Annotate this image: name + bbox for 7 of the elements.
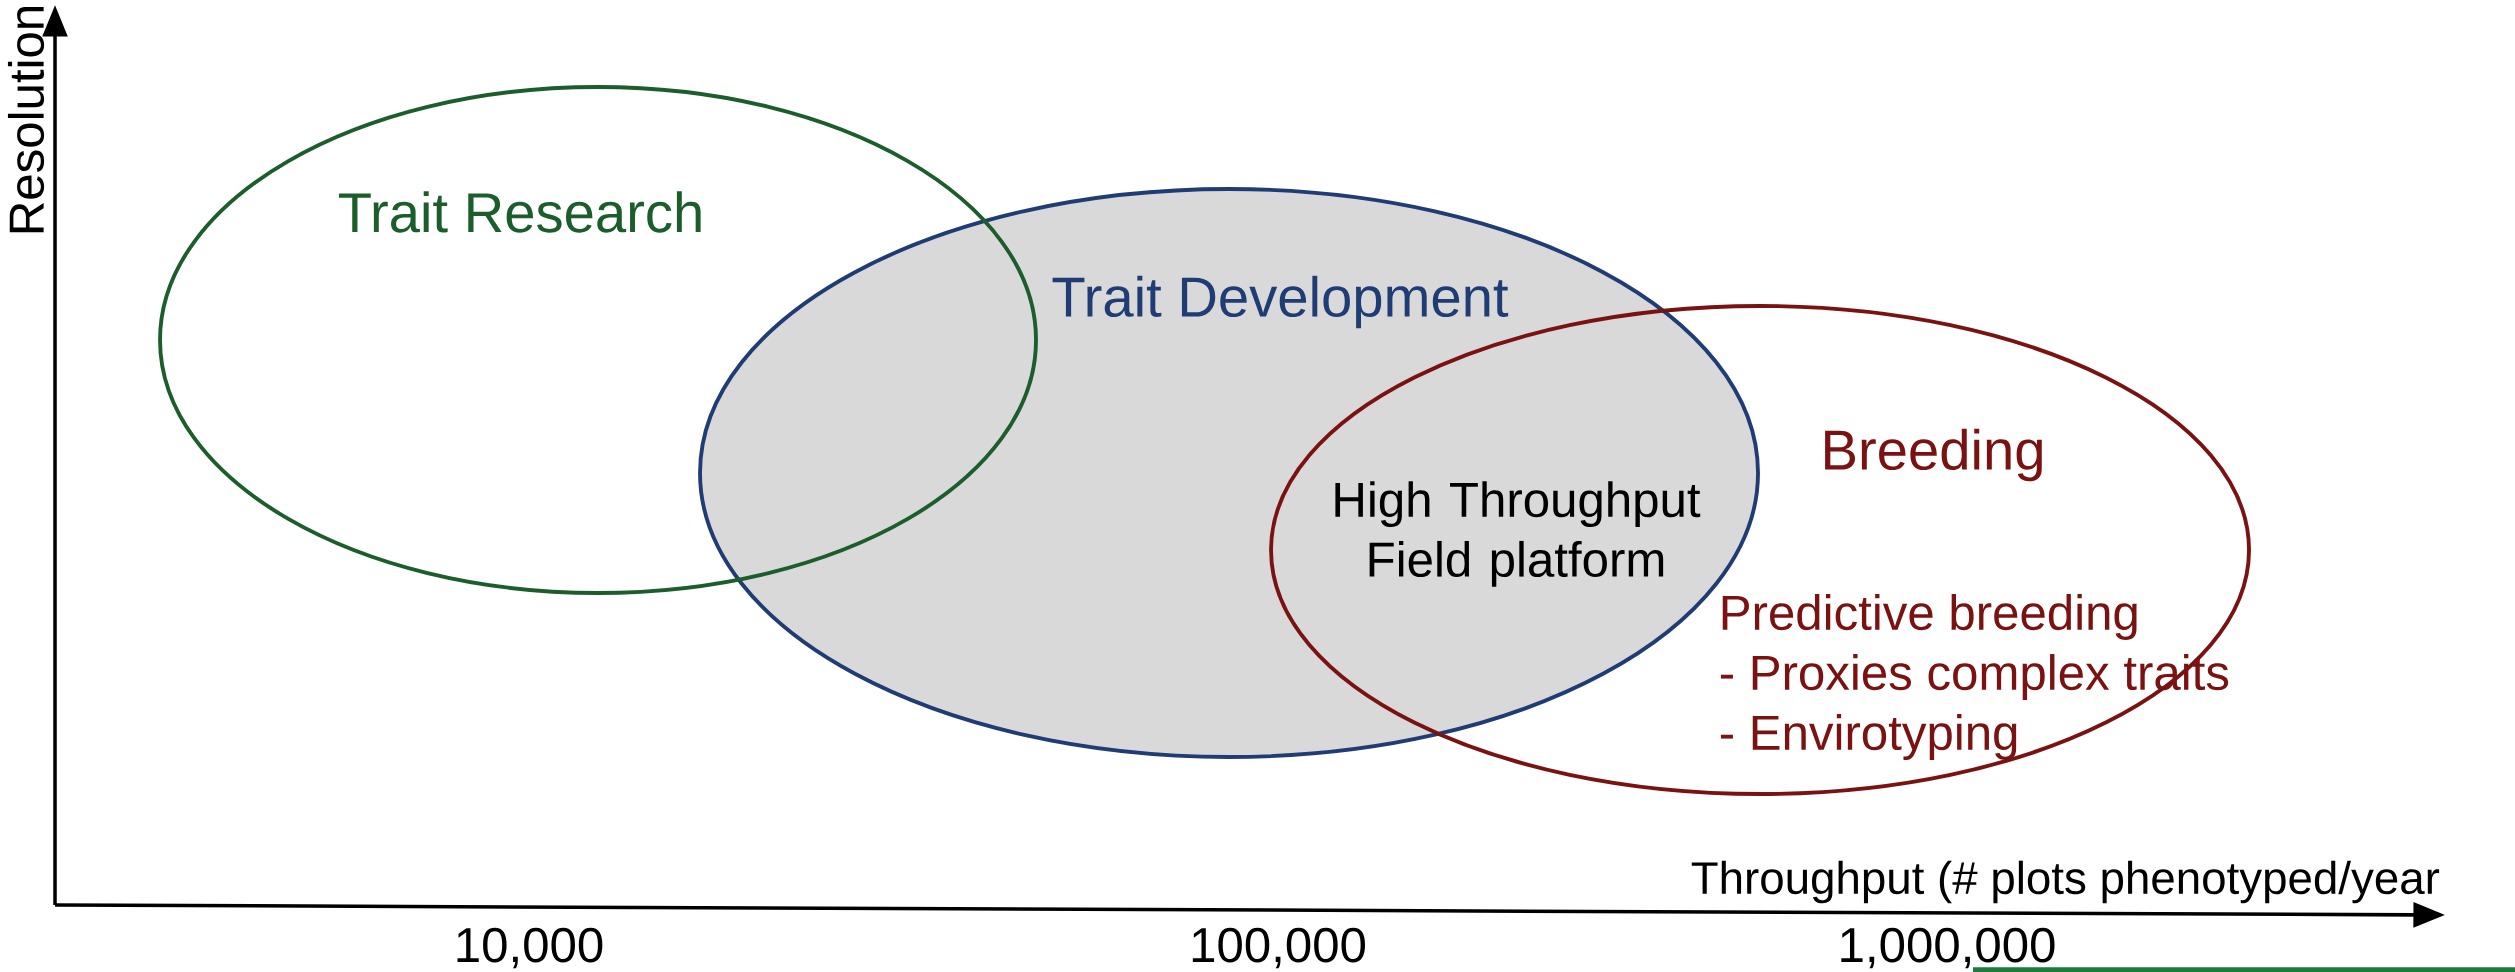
axis-label: Resolution [7,6,45,233]
ellipse-region: Trait Research [158,85,1038,595]
tick-label: 100,000 [1192,927,1365,969]
tick-label: 10,000 [457,927,603,969]
region-label: High Throughput Field platform [1335,481,1701,587]
tick-label: 1,000,000 [1841,927,2055,969]
axis-label: Throughput (# plots phenotyped/year [1691,860,2440,904]
